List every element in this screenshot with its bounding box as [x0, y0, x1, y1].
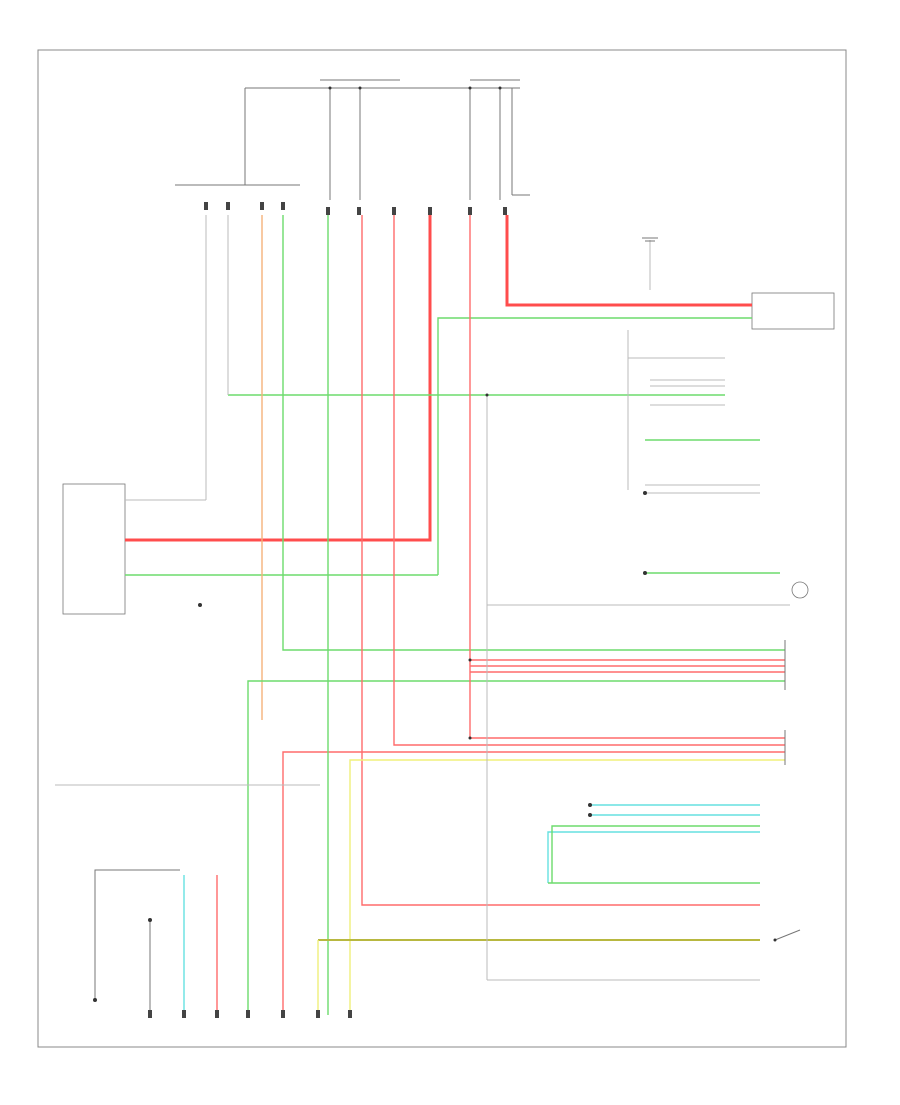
wire-green-signal-top [437, 317, 752, 575]
wire-green-7way [247, 680, 785, 1015]
bus-junction-3 [468, 86, 472, 90]
junction [468, 658, 472, 662]
wire-red-power-left [125, 215, 432, 542]
wire-red-power-top [505, 215, 752, 307]
junction [485, 393, 489, 397]
ground-terminal-bottom [148, 918, 152, 922]
pin [326, 207, 330, 215]
wire-teal-group-2 [551, 825, 760, 883]
trailer-connector-bottom [148, 1010, 352, 1018]
wire-red-trailer [393, 215, 785, 746]
brake-switch [773, 929, 801, 942]
wire-green-4way [282, 215, 785, 651]
pin [204, 202, 208, 210]
pin [260, 202, 264, 210]
wires [55, 215, 790, 1015]
pin [428, 207, 432, 215]
pin [226, 202, 230, 210]
ground-terminal-left [198, 603, 202, 607]
pin [316, 1010, 320, 1018]
bus-junction-2 [358, 86, 362, 90]
junction [468, 736, 472, 740]
ground-symbol-top [642, 237, 658, 242]
bus-junction-1 [328, 86, 332, 90]
right-top-module [751, 292, 835, 330]
wire-teal-group-1 [547, 831, 760, 883]
bus-junction-4 [498, 86, 502, 90]
pin [468, 207, 472, 215]
switch-contact [773, 938, 777, 942]
pin [281, 202, 285, 210]
junction [588, 813, 592, 817]
diagram-frame [37, 49, 847, 1048]
junction [643, 491, 647, 495]
pin [357, 207, 361, 215]
pin [246, 1010, 250, 1018]
fuse-block [175, 79, 530, 215]
wire-red-long [361, 215, 760, 906]
lamp-icon [791, 581, 809, 599]
pin [182, 1010, 186, 1018]
pin [215, 1010, 219, 1018]
wire-yellow [349, 759, 785, 1015]
wire-red-trailer-3 [282, 751, 785, 1015]
pin [148, 1010, 152, 1018]
pin [392, 207, 396, 215]
pin [281, 1010, 285, 1018]
switch-blade [774, 929, 801, 941]
left-switch-module [62, 483, 126, 615]
pin [503, 207, 507, 215]
ground-terminal-bottom-left [93, 998, 97, 1002]
pin [348, 1010, 352, 1018]
junction [588, 803, 592, 807]
wire-left-black [94, 869, 180, 1000]
connector-pins-top [204, 202, 507, 215]
junction [643, 571, 647, 575]
